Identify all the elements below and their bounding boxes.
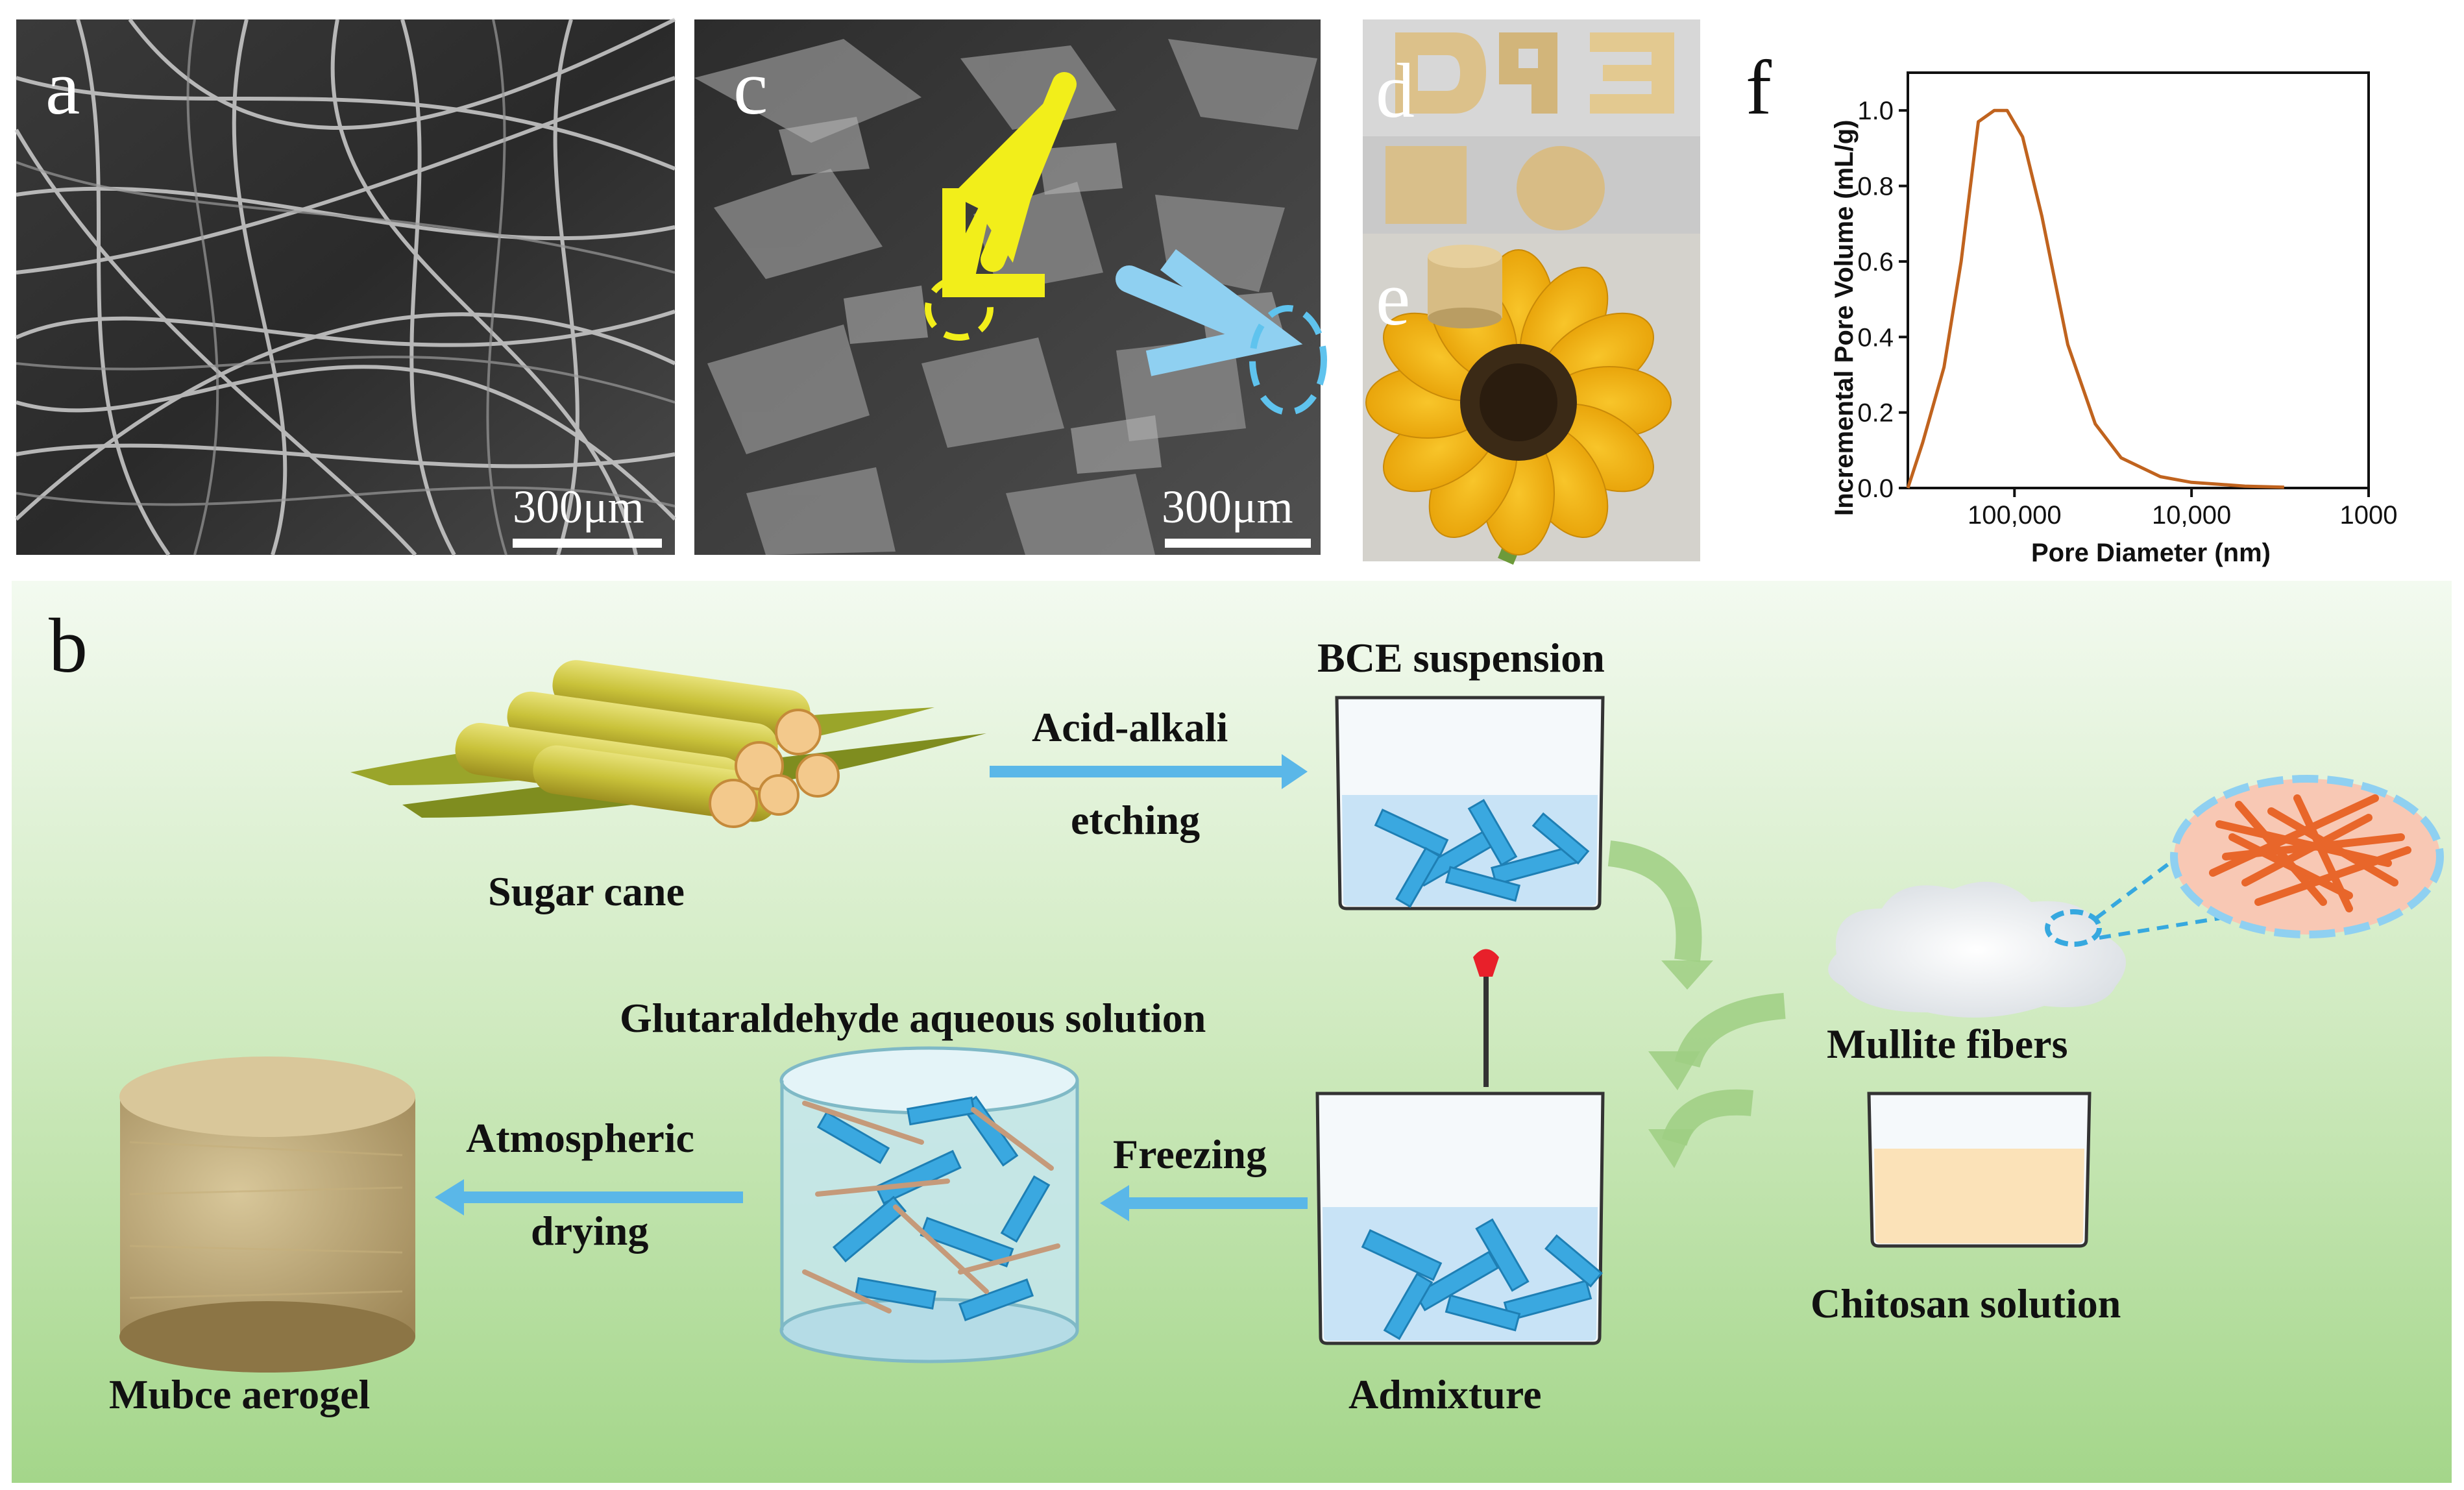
label-bce-suspension: BCE suspension (1317, 635, 1605, 681)
chart-y-tick-label: 0.4 (1857, 323, 1894, 352)
chart-marks: 0.0 0.2 0.4 0.6 0.8 1.0 100,000 10,000 1000 (1857, 97, 2397, 530)
label-etching: etching (1071, 797, 1200, 843)
chart-y-axis-title: Incremental Pore Volume (mL/g) (1830, 120, 1859, 517)
label-mullite-fibers: Mullite fibers (1827, 1021, 2068, 1067)
panel-label-b: b (49, 602, 88, 689)
label-chitosan-solution: Chitosan solution (1811, 1280, 2121, 1326)
scale-bar-c-label: 300μm (1162, 481, 1293, 533)
chart-x-tick-label: 1000 (2340, 501, 2398, 530)
panel-b-process-diagram (12, 581, 2452, 1483)
yellow-arrow-icon (925, 72, 1077, 341)
admixture-beaker (1315, 1092, 1605, 1345)
label-mubce-aerogel: Mubce aerogel (109, 1371, 370, 1417)
label-freezing: Freezing (1113, 1131, 1267, 1177)
label-acid-alkali: Acid-alkali (1032, 704, 1228, 750)
label-drying: drying (531, 1208, 648, 1254)
chart-x-tick-label: 10,000 (2152, 501, 2231, 530)
arrow-left-freezing (1100, 1185, 1308, 1221)
panel-label-e: e (1376, 255, 1410, 341)
chart-y-tick-label: 0.2 (1857, 399, 1894, 428)
sugar-cane-illustration (350, 660, 986, 828)
chart-plot-frame (1907, 71, 2370, 489)
panel-f-chart: 0.0 0.2 0.4 0.6 0.8 1.0 100,000 10,000 1000 (1713, 19, 2453, 565)
dropper-icon (1473, 949, 1499, 1087)
scale-bar-a-label: 300μm (513, 481, 644, 533)
chart-x-tick-label: 100,000 (1968, 501, 2062, 530)
label-glutaraldehyde: Glutaraldehyde aqueous solution (620, 995, 1206, 1041)
glutaraldehyde-container (779, 1046, 1079, 1363)
chart-series-line (1906, 108, 2284, 489)
scale-bar-c (1165, 539, 1311, 548)
bce-beaker (1335, 696, 1605, 910)
chart-y-tick-label: 1.0 (1857, 97, 1894, 125)
label-atmospheric: Atmospheric (466, 1115, 694, 1161)
chart-x-axis-title: Pore Diameter (nm) (2031, 539, 2271, 567)
panel-a-sem-image (14, 18, 677, 557)
scale-bar-a (513, 539, 662, 548)
label-admixture: Admixture (1348, 1371, 1541, 1417)
mubce-aerogel-illustration (119, 1056, 415, 1373)
panel-label-a: a (45, 44, 80, 130)
chart-y-tick-label: 0.0 (1857, 474, 1894, 503)
panel-label-f: f (1746, 44, 1772, 130)
panel-d-photo (1363, 19, 1700, 234)
mullite-fibers-illustration (1828, 775, 2444, 1018)
arrow-left-drying (435, 1179, 743, 1215)
chitosan-beaker (1867, 1092, 2092, 1248)
chart-y-tick-label: 0.6 (1857, 248, 1894, 276)
label-sugar-cane: Sugar cane (488, 868, 685, 914)
arrow-right-1 (990, 754, 1308, 789)
chart-y-tick-label: 0.8 (1857, 173, 1894, 201)
blue-arrow-icon (1116, 249, 1327, 415)
panel-e-photo (1363, 234, 1700, 565)
panel-label-c: c (733, 44, 768, 130)
panel-label-d: d (1376, 47, 1415, 134)
